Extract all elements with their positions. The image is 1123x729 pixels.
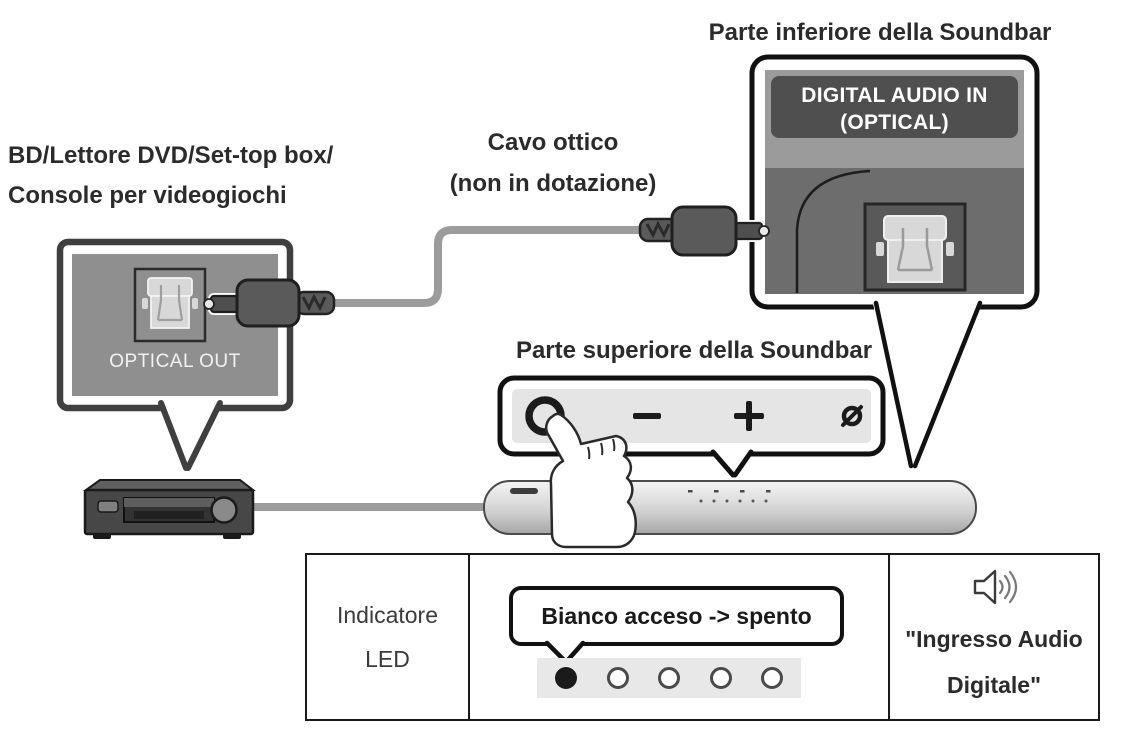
label-cable-line1: Cavo ottico	[487, 129, 619, 156]
label-optical-cable: Cavo ottico (non in dotazione)	[420, 122, 686, 204]
led-state-callout: Bianco acceso -> spento	[509, 586, 844, 646]
label-source-device: BD/Lettore DVD/Set-top box/ Console per …	[8, 136, 398, 216]
led-indicator-dot	[606, 667, 629, 689]
callout-pointer	[710, 449, 754, 477]
digital-audio-in-label: DIGITAL AUDIO IN (OPTICAL)	[773, 82, 1016, 136]
voice-prompt-line2: Digitale"	[947, 672, 1041, 698]
callout-pointer	[872, 299, 984, 469]
toslink-connector-icon	[203, 278, 336, 328]
mic-off-icon	[841, 405, 863, 427]
optical-out-label: OPTICAL OUT	[109, 351, 241, 372]
volume-plus-icon	[734, 401, 764, 431]
label-cable-line2: (non in dotazione)	[449, 170, 657, 197]
label-source-line2: Console per videogiochi	[8, 182, 287, 209]
voice-prompt-cell: "Ingresso Audio Digitale"	[890, 555, 1098, 719]
led-indicator-table: Indicatore LED Bianco acceso -> spento "…	[305, 553, 1100, 721]
volume-minus-icon	[633, 413, 661, 419]
callout-pointer	[158, 400, 223, 471]
top-panel-callout-box	[497, 375, 886, 478]
label-soundbar-top-text: Parte superiore della Soundbar	[515, 337, 873, 364]
soundbar-bottom-callout-box	[749, 54, 1040, 469]
digital-audio-in-line2: (OPTICAL)	[840, 111, 949, 134]
voice-prompt-text: "Ingresso Audio Digitale"	[905, 616, 1082, 708]
optical-cable	[246, 226, 656, 511]
indicator-label-line1: Indicatore	[336, 602, 438, 628]
label-soundbar-top: Parte superiore della Soundbar	[500, 331, 888, 371]
toslink-connector-icon	[638, 205, 770, 257]
table-divider	[888, 555, 890, 719]
label-source-line1: BD/Lettore DVD/Set-top box/	[8, 142, 334, 169]
led-strip	[537, 658, 801, 698]
indicator-label-line2: LED	[365, 646, 410, 672]
led-indicator-dot	[555, 667, 577, 689]
led-state-callout-text: Bianco acceso -> spento	[541, 602, 812, 629]
label-soundbar-bottom-text: Parte inferiore della Soundbar	[708, 19, 1052, 46]
label-soundbar-bottom: Parte inferiore della Soundbar	[700, 13, 1060, 53]
digital-audio-in-line1: DIGITAL AUDIO IN	[801, 84, 988, 107]
led-indicator-dot	[761, 667, 783, 689]
indicator-led-cell: Indicatore LED	[307, 555, 468, 719]
table-divider	[468, 555, 470, 719]
digital-audio-in-port-icon	[863, 202, 967, 292]
pointing-hand-icon	[544, 412, 637, 549]
source-callout-box	[56, 238, 294, 471]
voice-prompt-line1: "Ingresso Audio	[905, 626, 1083, 652]
speaker-volume-icon	[973, 569, 1018, 605]
dvd-player-icon	[82, 479, 256, 539]
led-indicator-dot	[709, 667, 732, 689]
optical-out-port-icon	[133, 267, 207, 343]
led-indicator-dot	[658, 667, 680, 689]
